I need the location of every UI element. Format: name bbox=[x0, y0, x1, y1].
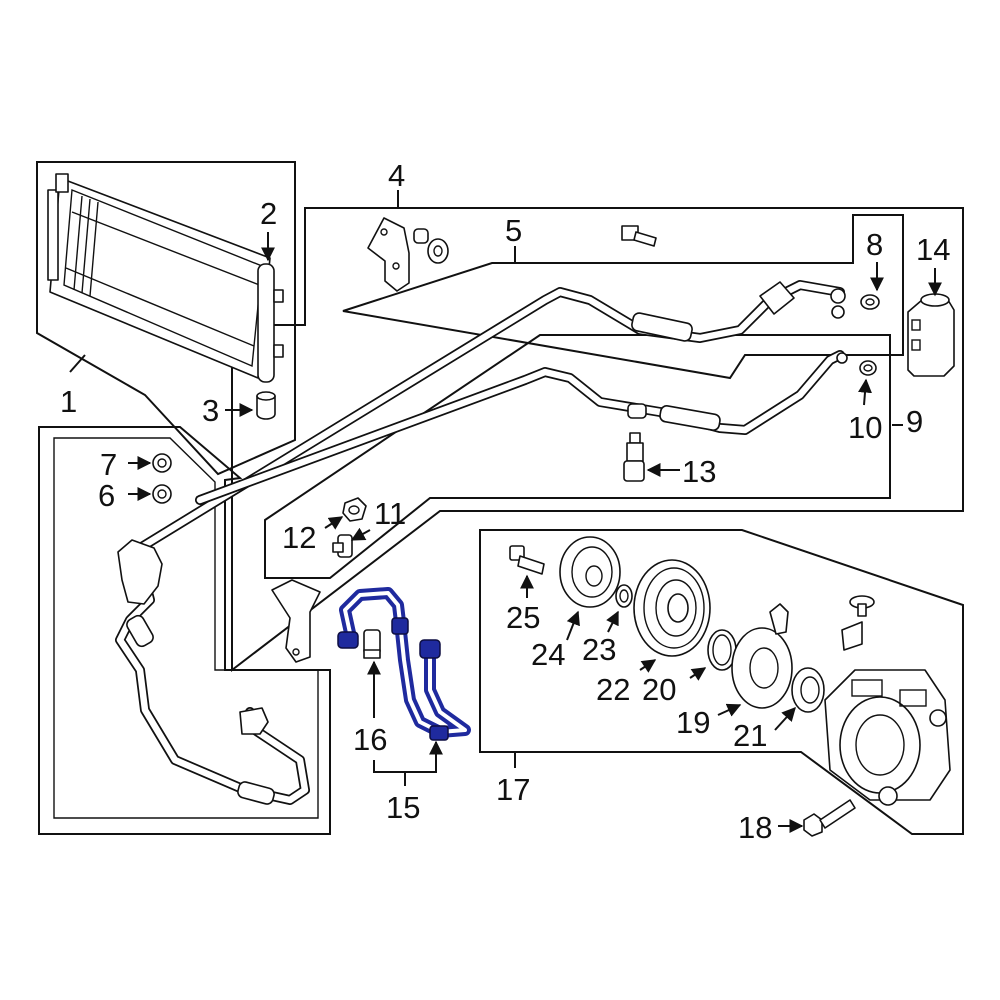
callout-24: 24 bbox=[531, 637, 565, 672]
hose-group-box bbox=[38, 426, 331, 835]
shim-23 bbox=[615, 584, 633, 608]
callout-labels: 1 2 3 4 5 6 7 8 9 10 11 12 13 14 15 16 1… bbox=[60, 158, 950, 845]
o-ring-10 bbox=[859, 360, 877, 376]
callout-5: 5 bbox=[505, 213, 522, 248]
line-9-box bbox=[264, 334, 891, 579]
callout-10: 10 bbox=[848, 410, 882, 445]
o-ring-6 bbox=[152, 484, 172, 504]
callout-9: 9 bbox=[906, 404, 923, 439]
field-coil-19 bbox=[731, 603, 793, 709]
callout-19: 19 bbox=[676, 705, 710, 740]
callout-4: 4 bbox=[388, 158, 405, 193]
line-9 bbox=[195, 350, 848, 505]
leader-lines bbox=[69, 190, 942, 833]
callout-21: 21 bbox=[733, 718, 767, 753]
highlighted-line-15 bbox=[337, 587, 471, 741]
callout-8: 8 bbox=[866, 227, 883, 262]
o-ring-8 bbox=[860, 294, 880, 310]
bracket-line bbox=[271, 579, 321, 663]
seal-21 bbox=[791, 667, 825, 713]
compressor-body bbox=[824, 595, 951, 806]
bracket-4 bbox=[367, 217, 449, 292]
nut-12 bbox=[342, 497, 367, 522]
callout-12: 12 bbox=[282, 520, 316, 555]
callout-13: 13 bbox=[682, 454, 716, 489]
o-ring-7 bbox=[152, 453, 172, 473]
callout-22: 22 bbox=[596, 672, 630, 707]
hose-inner-box bbox=[53, 437, 319, 819]
valve-13 bbox=[623, 432, 645, 482]
valve-11 bbox=[332, 534, 353, 558]
callout-1: 1 bbox=[60, 384, 77, 419]
line-group-box bbox=[231, 207, 964, 673]
callout-20: 20 bbox=[642, 672, 676, 707]
line-5 bbox=[135, 280, 846, 553]
pulley-22 bbox=[633, 559, 711, 657]
callout-6: 6 bbox=[98, 478, 115, 513]
compressor-group-box bbox=[479, 529, 964, 835]
snap-ring-20 bbox=[707, 629, 737, 671]
callout-15: 15 bbox=[386, 790, 420, 825]
condenser bbox=[47, 173, 284, 383]
bolt-25 bbox=[509, 545, 545, 575]
line-5-box bbox=[342, 214, 904, 380]
valve-16 bbox=[363, 629, 381, 659]
callout-18: 18 bbox=[738, 810, 772, 845]
callout-16: 16 bbox=[353, 722, 387, 757]
callout-7: 7 bbox=[100, 447, 117, 482]
drier-plug bbox=[256, 391, 276, 420]
callout-3: 3 bbox=[202, 393, 219, 428]
callout-2: 2 bbox=[260, 196, 277, 231]
suction-hose bbox=[115, 539, 310, 805]
group-outlines bbox=[36, 161, 964, 835]
seals bbox=[152, 294, 880, 504]
bolt-18 bbox=[803, 799, 856, 837]
callout-23: 23 bbox=[582, 632, 616, 667]
receiver-14 bbox=[907, 293, 955, 377]
callout-17: 17 bbox=[496, 772, 530, 807]
clutch-plate-24 bbox=[559, 536, 621, 608]
callout-11: 11 bbox=[374, 496, 406, 531]
callout-25: 25 bbox=[506, 600, 540, 635]
callout-14: 14 bbox=[916, 232, 950, 267]
bolt-5 bbox=[621, 225, 657, 247]
condenser-group-box bbox=[36, 161, 296, 476]
